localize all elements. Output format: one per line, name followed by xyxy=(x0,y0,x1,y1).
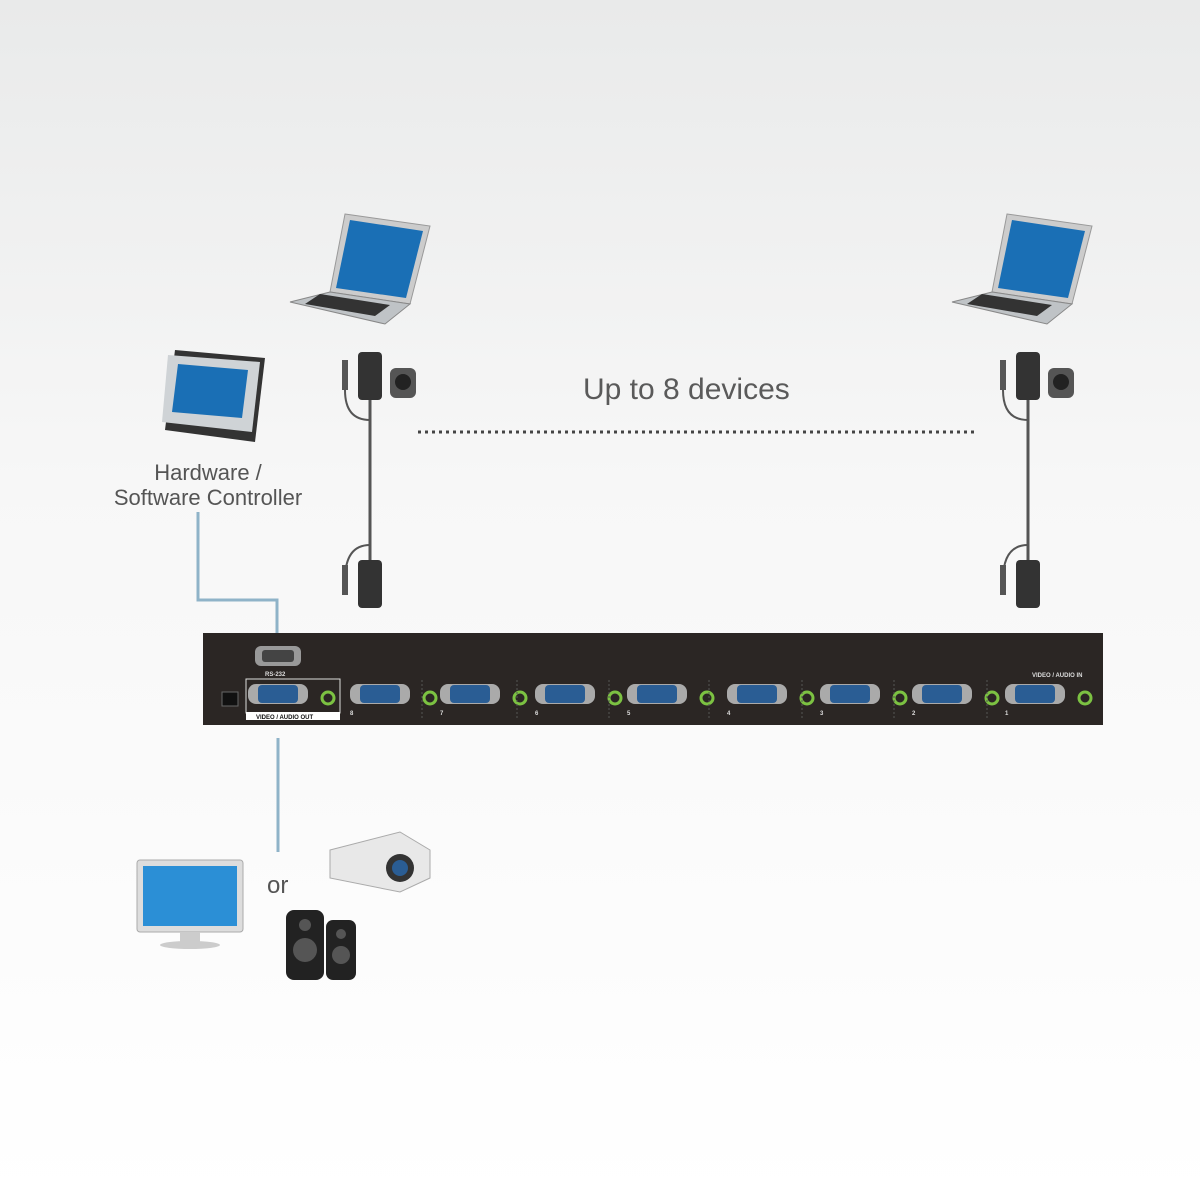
controller-cable-line xyxy=(196,512,279,650)
audio-jack-icon xyxy=(1077,690,1093,706)
touch-controller-icon xyxy=(162,350,265,442)
monitor-icon xyxy=(136,859,244,949)
laptop-icon xyxy=(289,213,431,325)
vga-audio-cable-icon xyxy=(1000,352,1074,608)
or-label: or xyxy=(267,872,289,899)
controller-label-line2: Software Controller xyxy=(113,485,303,510)
port-number-label: 3 xyxy=(820,711,824,717)
vga-input-port-7 xyxy=(440,684,528,706)
audio-jack-icon xyxy=(422,690,438,706)
vga-output-port xyxy=(248,684,336,706)
audio-jack-icon xyxy=(320,690,336,706)
port-number-label: 1 xyxy=(1005,711,1009,717)
rs232-label: RS-232 xyxy=(265,672,286,678)
port-number-label: 7 xyxy=(440,711,444,717)
audio-jack-icon xyxy=(699,690,715,706)
vga-input-port-2 xyxy=(912,684,1000,706)
vga-audio-cable-icon xyxy=(342,352,416,608)
port-number-label: 4 xyxy=(727,711,731,717)
vga-input-port-5 xyxy=(627,684,715,706)
speakers-icon xyxy=(286,910,356,980)
video-audio-out-label: VIDEO / AUDIO OUT xyxy=(256,715,313,721)
audio-jack-icon xyxy=(512,690,528,706)
audio-jack-icon xyxy=(984,690,1000,706)
vga-input-port-6 xyxy=(535,684,623,706)
controller-label-line1: Hardware / xyxy=(154,460,262,485)
vga-input-port-1 xyxy=(1005,684,1093,706)
vga-input-port-8 xyxy=(350,684,438,706)
vga-input-port-4 xyxy=(727,684,815,706)
vga-input-port-3 xyxy=(820,684,908,706)
port-number-label: 2 xyxy=(912,711,916,717)
kvm-switch-panel xyxy=(203,633,1103,725)
audio-jack-icon xyxy=(799,690,815,706)
projector-icon xyxy=(329,831,431,893)
devices-count-label: Up to 8 devices xyxy=(583,373,790,406)
controller-label: Hardware / Software Controller xyxy=(90,460,326,510)
port-number-label: 6 xyxy=(535,711,539,717)
port-number-label: 5 xyxy=(627,711,631,717)
laptop-icon xyxy=(951,213,1093,325)
video-audio-in-label: VIDEO / AUDIO IN xyxy=(1032,673,1082,679)
port-number-label: 8 xyxy=(350,711,354,717)
